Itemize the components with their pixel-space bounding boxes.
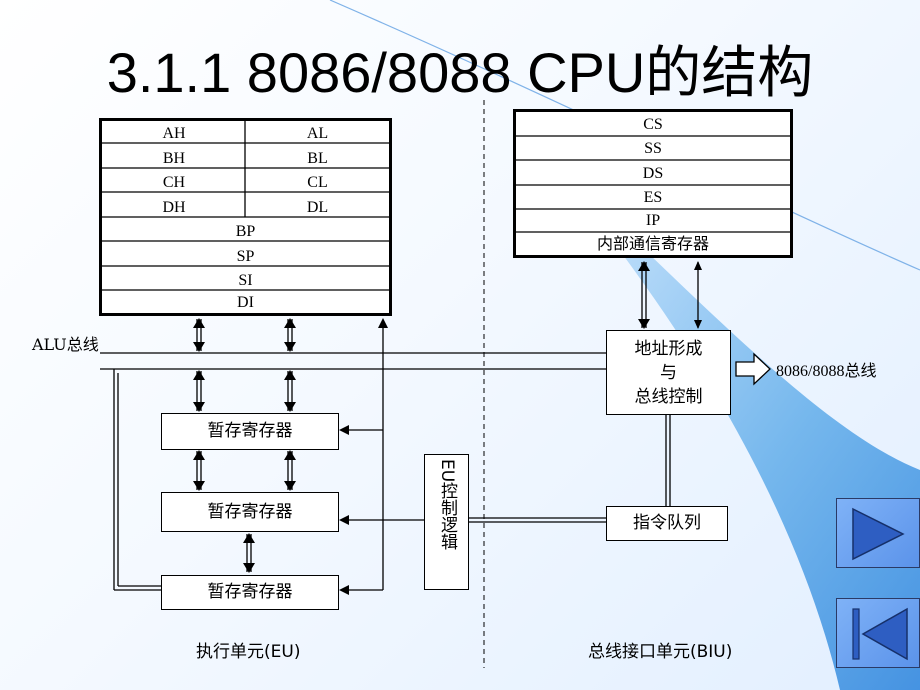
next-icon bbox=[852, 507, 905, 561]
eu-control-logic-label: EU控制逻辑 bbox=[437, 459, 457, 551]
temp-register-3: 暂存寄存器 bbox=[161, 575, 339, 610]
register-bh: BH bbox=[162, 150, 186, 167]
register-bp: BP bbox=[235, 223, 256, 240]
instruction-queue: 指令队列 bbox=[606, 506, 728, 541]
internal-comm-register: 内部通信寄存器 bbox=[596, 234, 709, 253]
address-bus-control-block: 地址形成 与 总线控制 bbox=[606, 330, 731, 415]
register-ds: DS bbox=[642, 165, 664, 182]
eu-unit-label: 执行单元(EU) bbox=[196, 642, 301, 662]
addr-line-2: 与 bbox=[660, 363, 677, 383]
register-ip: IP bbox=[645, 212, 661, 229]
addr-line-3: 总线控制 bbox=[634, 387, 703, 407]
register-cl: CL bbox=[307, 174, 328, 191]
register-si: SI bbox=[238, 272, 253, 289]
register-sp: SP bbox=[236, 248, 255, 265]
temp-register-1: 暂存寄存器 bbox=[161, 413, 339, 450]
alu-bus-label: ALU总线 bbox=[32, 331, 99, 355]
register-al: AL bbox=[306, 125, 329, 142]
register-bl: BL bbox=[307, 150, 328, 167]
temp-register-2: 暂存寄存器 bbox=[161, 492, 339, 532]
register-cs: CS bbox=[643, 116, 663, 133]
segment-register-file: CS SS DS ES IP 内部通信寄存器 bbox=[513, 109, 793, 258]
slide-title: 3.1.1 8086/8088 CPU的结构 bbox=[106, 41, 814, 104]
register-dl: DL bbox=[306, 199, 329, 216]
register-ch: CH bbox=[162, 174, 186, 191]
register-ah: AH bbox=[162, 125, 186, 142]
first-slide-icon bbox=[852, 607, 908, 661]
register-es: ES bbox=[643, 189, 663, 206]
register-di: DI bbox=[237, 294, 254, 311]
register-ss: SS bbox=[644, 140, 662, 157]
next-slide-button[interactable] bbox=[836, 498, 920, 568]
first-slide-button[interactable] bbox=[836, 598, 920, 668]
biu-unit-label: 总线接口单元(BIU) bbox=[588, 642, 733, 662]
addr-line-1: 地址形成 bbox=[634, 339, 703, 359]
register-dh: DH bbox=[162, 199, 186, 216]
external-bus-label: 8086/8088总线 bbox=[776, 363, 877, 380]
eu-control-logic: EU控制逻辑 bbox=[424, 454, 469, 590]
alu-bus-label-text: ALU总线 bbox=[32, 335, 99, 354]
